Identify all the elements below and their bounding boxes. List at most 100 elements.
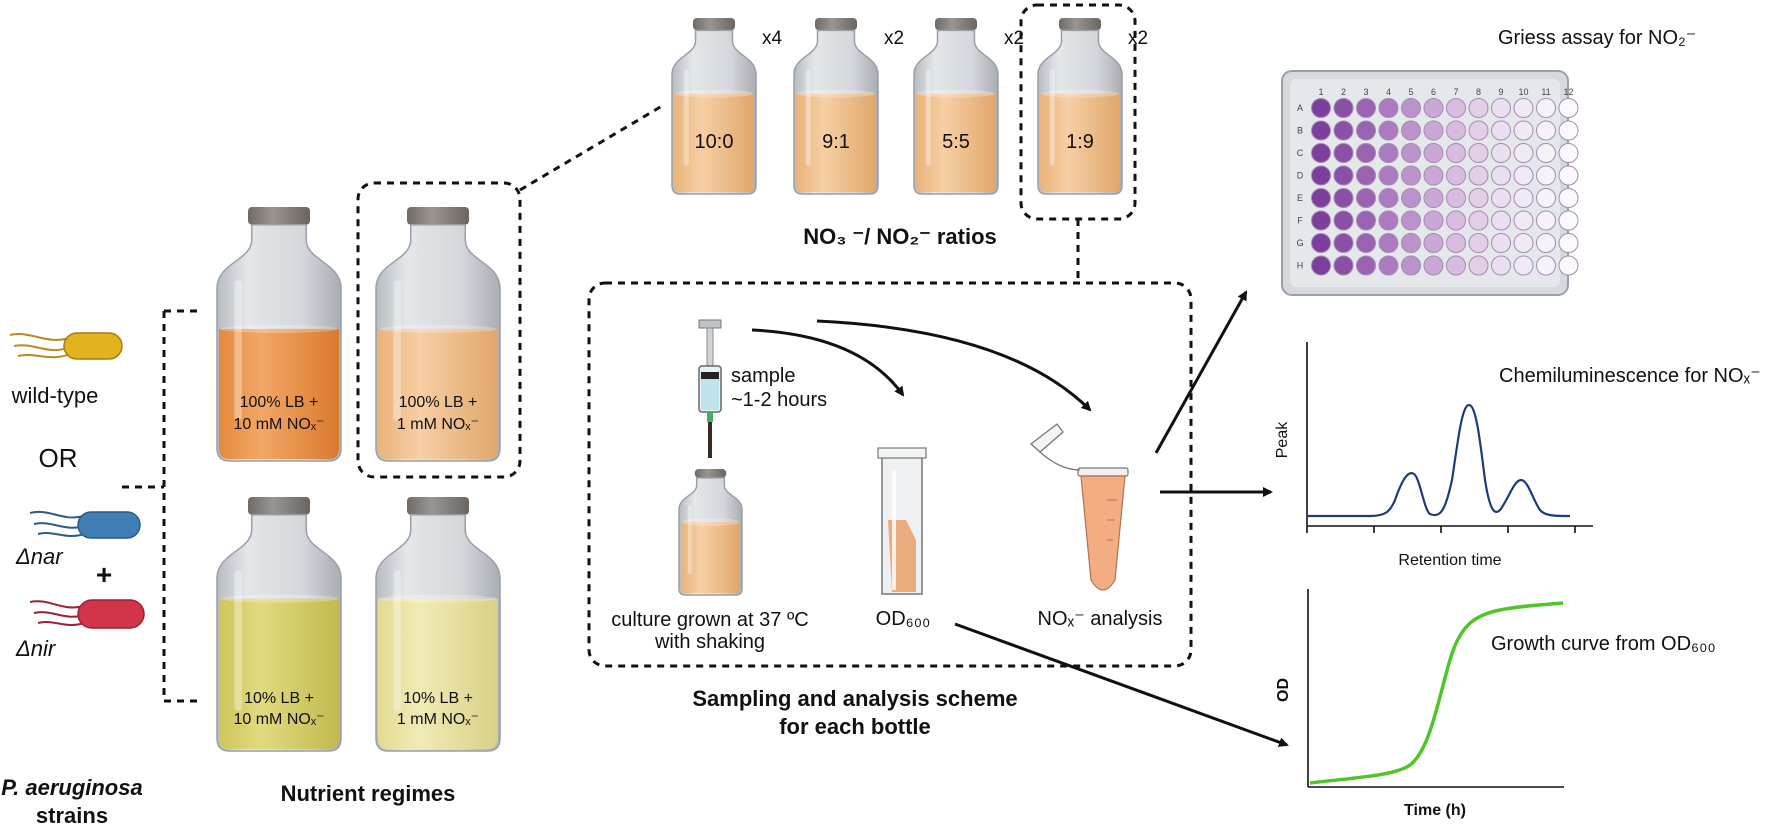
nutrient-bottle-1 [216, 207, 342, 462]
well-F8 [1468, 210, 1489, 231]
nutrient-bottle-1-cap [248, 207, 310, 225]
nutrient-label-line2-2: 1 mM NOₓ⁻ [397, 416, 479, 433]
ratio-bottle-1-cap [693, 18, 735, 31]
nir-label: Δnir [15, 636, 57, 661]
well-E11 [1536, 188, 1556, 208]
well-B4 [1378, 120, 1399, 141]
well-B9 [1491, 120, 1511, 141]
well-F2 [1333, 210, 1354, 231]
ratios-title: NO₃ ⁻/ NO₂⁻ ratios [803, 224, 997, 249]
plate-col-6: 6 [1431, 87, 1436, 97]
arrow-to-nox [816, 319, 1092, 412]
well-D3 [1356, 165, 1376, 186]
plate-col-7: 7 [1453, 87, 1458, 97]
plate-row-E: E [1297, 193, 1303, 203]
well-H6 [1423, 255, 1444, 276]
arrow-to-od [751, 328, 905, 397]
ratio-bottle-3 [913, 18, 999, 195]
nutrient-bottle-2 [375, 207, 501, 462]
well-F11 [1536, 210, 1556, 231]
sample-label-line1: sample [731, 365, 795, 387]
well-E6 [1423, 188, 1444, 208]
well-E7 [1446, 188, 1466, 208]
plus-label: + [96, 559, 112, 590]
ratio-bottle-4-cap [1059, 18, 1101, 31]
plate-col-8: 8 [1476, 87, 1481, 97]
plate-row-H: H [1297, 261, 1304, 271]
well-A8 [1468, 98, 1489, 118]
well-E1 [1311, 188, 1331, 208]
well-C1 [1311, 143, 1331, 163]
well-E12 [1558, 188, 1579, 208]
chemi-trace [1307, 403, 1571, 518]
well-A6 [1423, 98, 1444, 118]
plate-col-12: 12 [1563, 87, 1573, 97]
culture-label-line2: with shaking [654, 631, 765, 653]
nutrient-bottle-4-cap [407, 497, 469, 515]
growth-title: Growth curve from OD₆₀₀ [1491, 633, 1716, 655]
well-H11 [1536, 255, 1556, 276]
growth-axes [1307, 589, 1564, 788]
syringe-icon [698, 319, 722, 458]
strains-title-line2: strains [36, 803, 108, 828]
well-A1 [1311, 98, 1331, 118]
well-C6 [1423, 143, 1444, 163]
plate-row-D: D [1297, 171, 1304, 181]
nutrient-label-line1-2: 100% LB + [399, 394, 478, 411]
well-D2 [1333, 165, 1354, 186]
plate-col-11: 11 [1541, 87, 1550, 97]
well-B11 [1536, 120, 1556, 141]
culture-bottle-liquid [681, 521, 740, 593]
well-C12 [1558, 143, 1579, 163]
arrow-to-griess [1154, 290, 1248, 454]
well-C4 [1378, 143, 1399, 163]
wild-type-label: wild-type [11, 383, 99, 408]
nox-analysis-label: NOₓ⁻ analysis [1038, 608, 1163, 630]
well-A7 [1446, 98, 1466, 118]
nir-bacterium-icon [29, 599, 145, 629]
od-label: OD₆₀₀ [876, 608, 931, 630]
culture-bottle-cap [694, 469, 727, 478]
ratio-count-3: x2 [1004, 28, 1024, 49]
strains-panel: wild-type OR Δnar + Δnir P. aeruginosa s… [1, 332, 145, 828]
well-G4 [1378, 233, 1399, 253]
nar-bacterium-icon [29, 510, 141, 539]
well-F5 [1401, 210, 1421, 231]
well-G6 [1423, 233, 1444, 253]
ratio-bottle-4-liquid [1040, 93, 1120, 192]
well-E3 [1356, 188, 1376, 208]
well-B2 [1333, 120, 1354, 141]
well-D7 [1446, 165, 1466, 186]
nutrient-bottle-2-cap [407, 207, 469, 225]
well-C8 [1468, 143, 1489, 163]
well-F10 [1513, 210, 1534, 231]
nutrient-bottle-4-liquid [378, 598, 498, 749]
microtube-icon [1029, 423, 1129, 591]
growth-xlabel: Time (h) [1404, 802, 1466, 819]
well-G10 [1513, 233, 1534, 253]
cuvette-icon [877, 447, 927, 595]
well-A9 [1491, 98, 1511, 118]
nutrient-bottle-3-cap [248, 497, 310, 515]
well-D8 [1468, 165, 1489, 186]
plate-col-10: 10 [1518, 87, 1528, 97]
well-B6 [1423, 120, 1444, 141]
plate-col-2: 2 [1341, 87, 1346, 97]
chemi-ylabel: Peak [1274, 421, 1291, 458]
nutrient-bottle-2-liquid [378, 328, 498, 459]
ratio-count-4: x2 [1128, 28, 1148, 49]
well-G11 [1536, 233, 1556, 253]
well-C2 [1333, 143, 1354, 163]
culture-bottle [678, 469, 743, 596]
nutrient-title: Nutrient regimes [281, 781, 456, 806]
well-E10 [1513, 188, 1534, 208]
plate-row-F: F [1297, 216, 1303, 226]
nutrient-bottle-3 [216, 497, 342, 752]
ratio-count-1: x4 [762, 28, 783, 49]
nutrient-bottle-1-liquid [219, 328, 339, 459]
well-B8 [1468, 120, 1489, 141]
well-G7 [1446, 233, 1466, 253]
